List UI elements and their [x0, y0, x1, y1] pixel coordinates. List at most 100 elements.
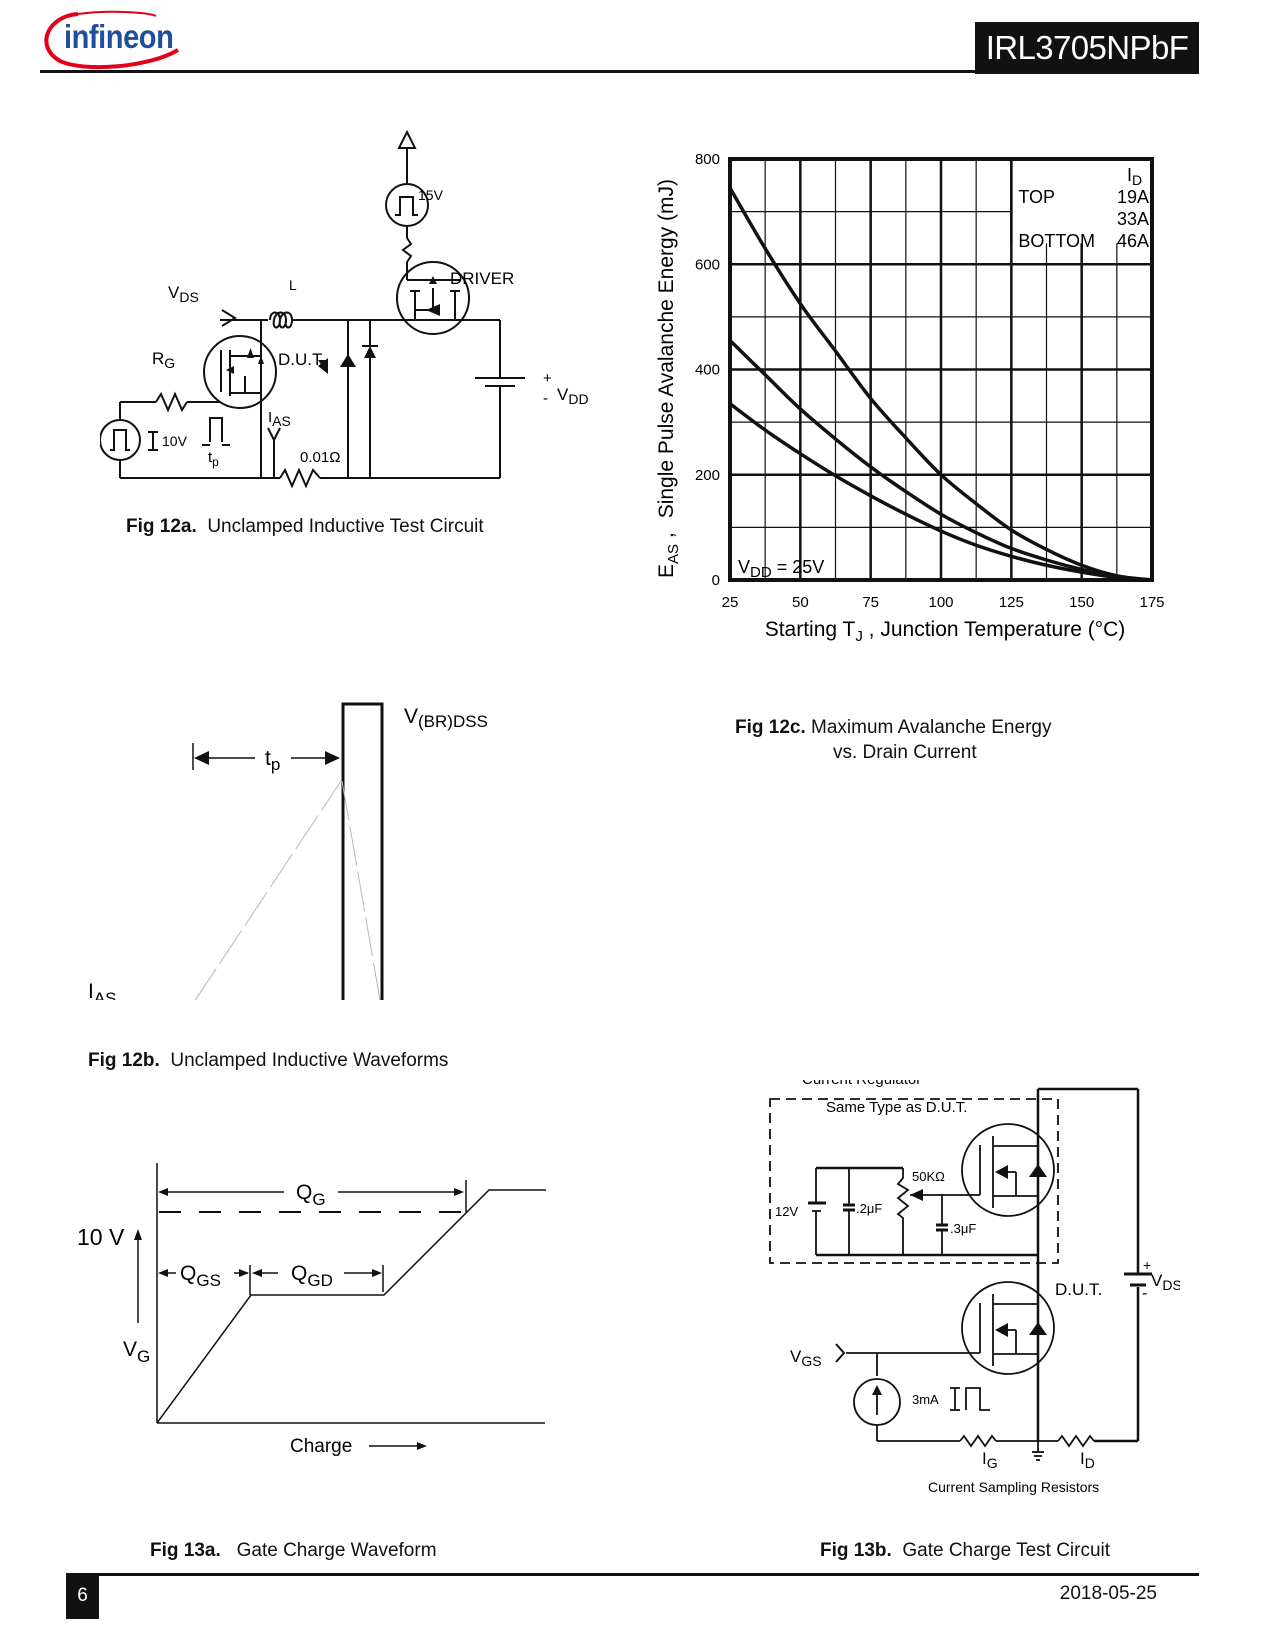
arrow-right-icon [325, 751, 340, 765]
legend-label: BOTTOM [1018, 231, 1095, 251]
label-plus: + [543, 370, 552, 387]
dut-mosfet-icon [203, 335, 277, 409]
gate-voltage-curve [156, 1189, 546, 1424]
x-tick-label: 125 [999, 594, 1024, 611]
fig13b-caption: Fig 13b. Gate Charge Test Circuit [820, 1540, 1111, 1561]
label-vdd: VDD [557, 385, 589, 407]
label-dut: D.U.T. [1055, 1280, 1102, 1299]
fig12a-circuit: 15V DRIVER VDS L RG D.U.T IAS 10V tp 0.0… [100, 129, 589, 489]
infineon-logo: infineon [38, 6, 198, 72]
header-rule [40, 70, 975, 73]
legend-value: 46A [1117, 231, 1149, 251]
legend-value: 33A [1117, 209, 1149, 229]
label-driver: DRIVER [450, 269, 514, 288]
y-tick-label: 600 [695, 256, 720, 273]
label-ias: IAS [88, 980, 117, 1000]
fig13a-waveform: QG QGS QGD 10 V VG Charge [77, 1163, 546, 1457]
label-inductor: L [289, 277, 297, 293]
vbr-pulse-line [341, 702, 384, 1000]
label-qgs: QGS [180, 1262, 221, 1290]
current-regulator-box [769, 1098, 1059, 1264]
label-dut: D.U.T [278, 350, 322, 369]
current-ramp-line [194, 780, 342, 1000]
label-15v: 15V [418, 187, 444, 203]
vdd-annotation: VDD = 25V [738, 557, 824, 581]
y-tick-label: 0 [712, 572, 720, 589]
series-line-33A [728, 339, 1153, 582]
current-fall-line [341, 780, 381, 1000]
label-10v: 10V [162, 433, 188, 449]
label-tp: tp [265, 747, 280, 774]
page-number: 6 [66, 1575, 99, 1619]
label-vg: VG [123, 1338, 150, 1366]
label-same-type: Same Type as D.U.T. [826, 1099, 967, 1116]
legend-label: TOP [1018, 187, 1055, 207]
x-tick-label: 25 [722, 594, 739, 611]
legend-header: ID [1127, 165, 1142, 188]
label-charge: Charge [290, 1436, 352, 1457]
label-3ma: 3mA [912, 1392, 939, 1407]
label-vds: VDS [1151, 1271, 1180, 1293]
fig12a-caption: Fig 12a. Unclamped Inductive Test Circui… [126, 516, 484, 537]
label-vbr: V(BR)DSS [404, 705, 488, 731]
y-tick-label: 800 [695, 151, 720, 168]
x-tick-label: 175 [1139, 594, 1164, 611]
x-axis-label: Starting TJ , Junction Temperature (°C) [765, 618, 1126, 645]
shunt-resistor-icon [279, 467, 321, 489]
freewheel-diode-icon [364, 346, 376, 358]
ig-resistor-icon [959, 1434, 997, 1448]
plot-frame [728, 157, 1154, 582]
rg-resistor-icon [155, 391, 188, 413]
arrow-up-icon [134, 1229, 142, 1240]
y-tick-label: 400 [695, 362, 720, 379]
potentiometer-icon [896, 1168, 910, 1255]
brand-name: infineon [64, 18, 174, 55]
fig12c-caption: Fig 12c. Maximum Avalanche Energy vs. Dr… [735, 717, 1052, 763]
x-tick-label: 50 [792, 594, 809, 611]
y-tick-label: 200 [695, 467, 720, 484]
series-line-19A [728, 187, 1153, 582]
document-date: 2018-05-25 [1059, 1583, 1157, 1604]
legend-value: 19A [1117, 187, 1149, 207]
label-qg: QG [296, 1181, 326, 1209]
label-tp: tp [208, 449, 219, 469]
label-id: ID [1080, 1449, 1095, 1471]
series-line-46A [728, 402, 1153, 582]
gate-resistor-icon [401, 237, 413, 263]
label-50k: 50KΩ [912, 1169, 945, 1184]
label-vds: VDS [168, 283, 199, 305]
label-vgs: VGS [790, 1347, 822, 1369]
label-current-regulator: Current Regulator [802, 1080, 921, 1088]
label-minus: - [543, 390, 548, 407]
label-12v: 12V [775, 1204, 798, 1219]
fig12b-waveform: V(BR)DSS tp IAS [88, 702, 488, 1000]
regulator-mosfet-icon [961, 1123, 1055, 1217]
x-tick-label: 150 [1069, 594, 1094, 611]
y-axis-label: EAS ,Single Pulse Avalanche Energy (mJ) [655, 179, 682, 578]
fig12a-battery [100, 120, 600, 540]
label-plus: + [1143, 1257, 1151, 1273]
arrow-left-icon [194, 751, 209, 765]
fig12b-caption: Fig 12b. Unclamped Inductive Waveforms [88, 1050, 449, 1071]
dut-mosfet-icon [961, 1281, 1055, 1375]
label-ias: IAS [268, 409, 291, 429]
label-minus: - [1142, 1285, 1147, 1302]
id-resistor-icon [1057, 1434, 1095, 1448]
label-ig: IG [982, 1449, 998, 1471]
x-tick-label: 75 [862, 594, 879, 611]
driver-mosfet-icon [396, 261, 470, 335]
label-shunt: 0.01Ω [300, 449, 340, 466]
label-sampling-resistors: Current Sampling Resistors [928, 1479, 1099, 1495]
label-qgd: QGD [291, 1262, 333, 1290]
part-number: IRL3705NPbF [975, 22, 1199, 74]
label-c2: .2μF [856, 1201, 882, 1216]
logo-swoosh-icon [44, 10, 180, 70]
fig13a-caption: Fig 13a. Gate Charge Waveform [150, 1540, 437, 1561]
label-c3: .3μF [950, 1221, 976, 1236]
footer-rule [66, 1573, 1199, 1576]
label-rg: RG [152, 349, 175, 371]
label-10v: 10 V [77, 1224, 125, 1250]
x-tick-label: 100 [928, 594, 953, 611]
arrow-right-icon [417, 1442, 427, 1450]
